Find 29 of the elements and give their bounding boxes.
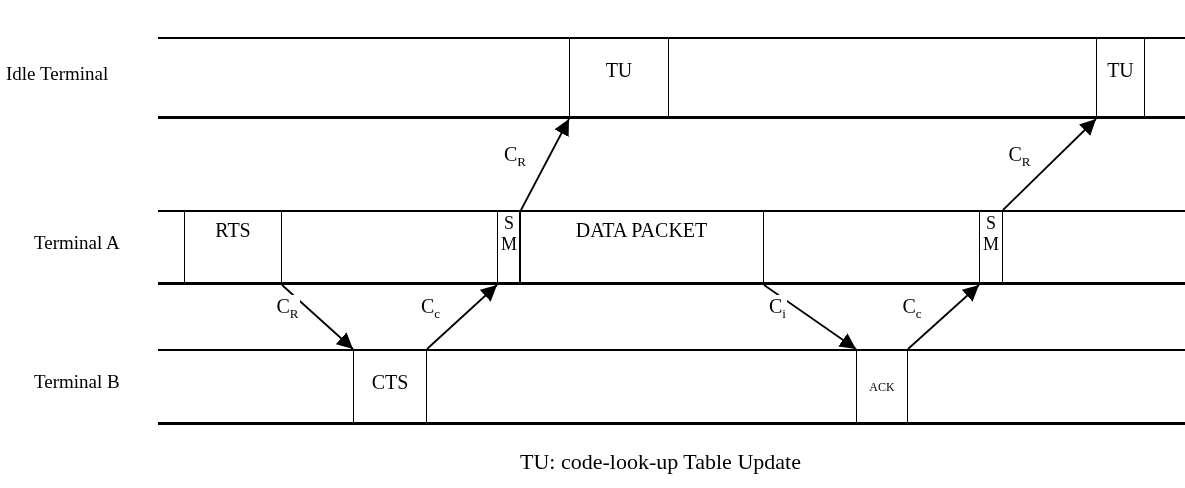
arrow — [281, 284, 354, 350]
arrow — [520, 118, 570, 211]
arrow — [907, 284, 980, 350]
time-slot — [569, 39, 669, 116]
lane-label: Terminal B — [34, 371, 120, 393]
slot-label: DATA PACKET — [574, 219, 709, 242]
arrow — [763, 284, 857, 350]
arrow — [1002, 118, 1097, 211]
lane-label: Terminal A — [34, 232, 120, 254]
slot-label: RTS — [214, 219, 252, 242]
timeline-lane — [158, 210, 1185, 285]
legend-note: TU: code-look-up Table Update — [520, 449, 801, 475]
arrow — [426, 284, 498, 350]
time-slot — [353, 351, 427, 422]
time-slot — [856, 351, 908, 422]
time-slot — [1096, 39, 1145, 116]
time-slot — [497, 212, 521, 282]
time-slot — [979, 212, 1003, 282]
slot-label: CTS — [370, 371, 410, 394]
lane-label: Idle Terminal — [6, 63, 109, 85]
time-slot — [184, 212, 282, 282]
slot-label: TU — [604, 59, 634, 82]
time-slot — [519, 212, 764, 282]
timeline-lane — [158, 37, 1185, 119]
slot-label: TU — [1106, 59, 1135, 82]
slot-label: S M — [500, 213, 518, 255]
slot-label: S M — [982, 213, 1000, 255]
slot-label: ACK — [868, 381, 896, 395]
timeline-lane — [158, 349, 1185, 425]
